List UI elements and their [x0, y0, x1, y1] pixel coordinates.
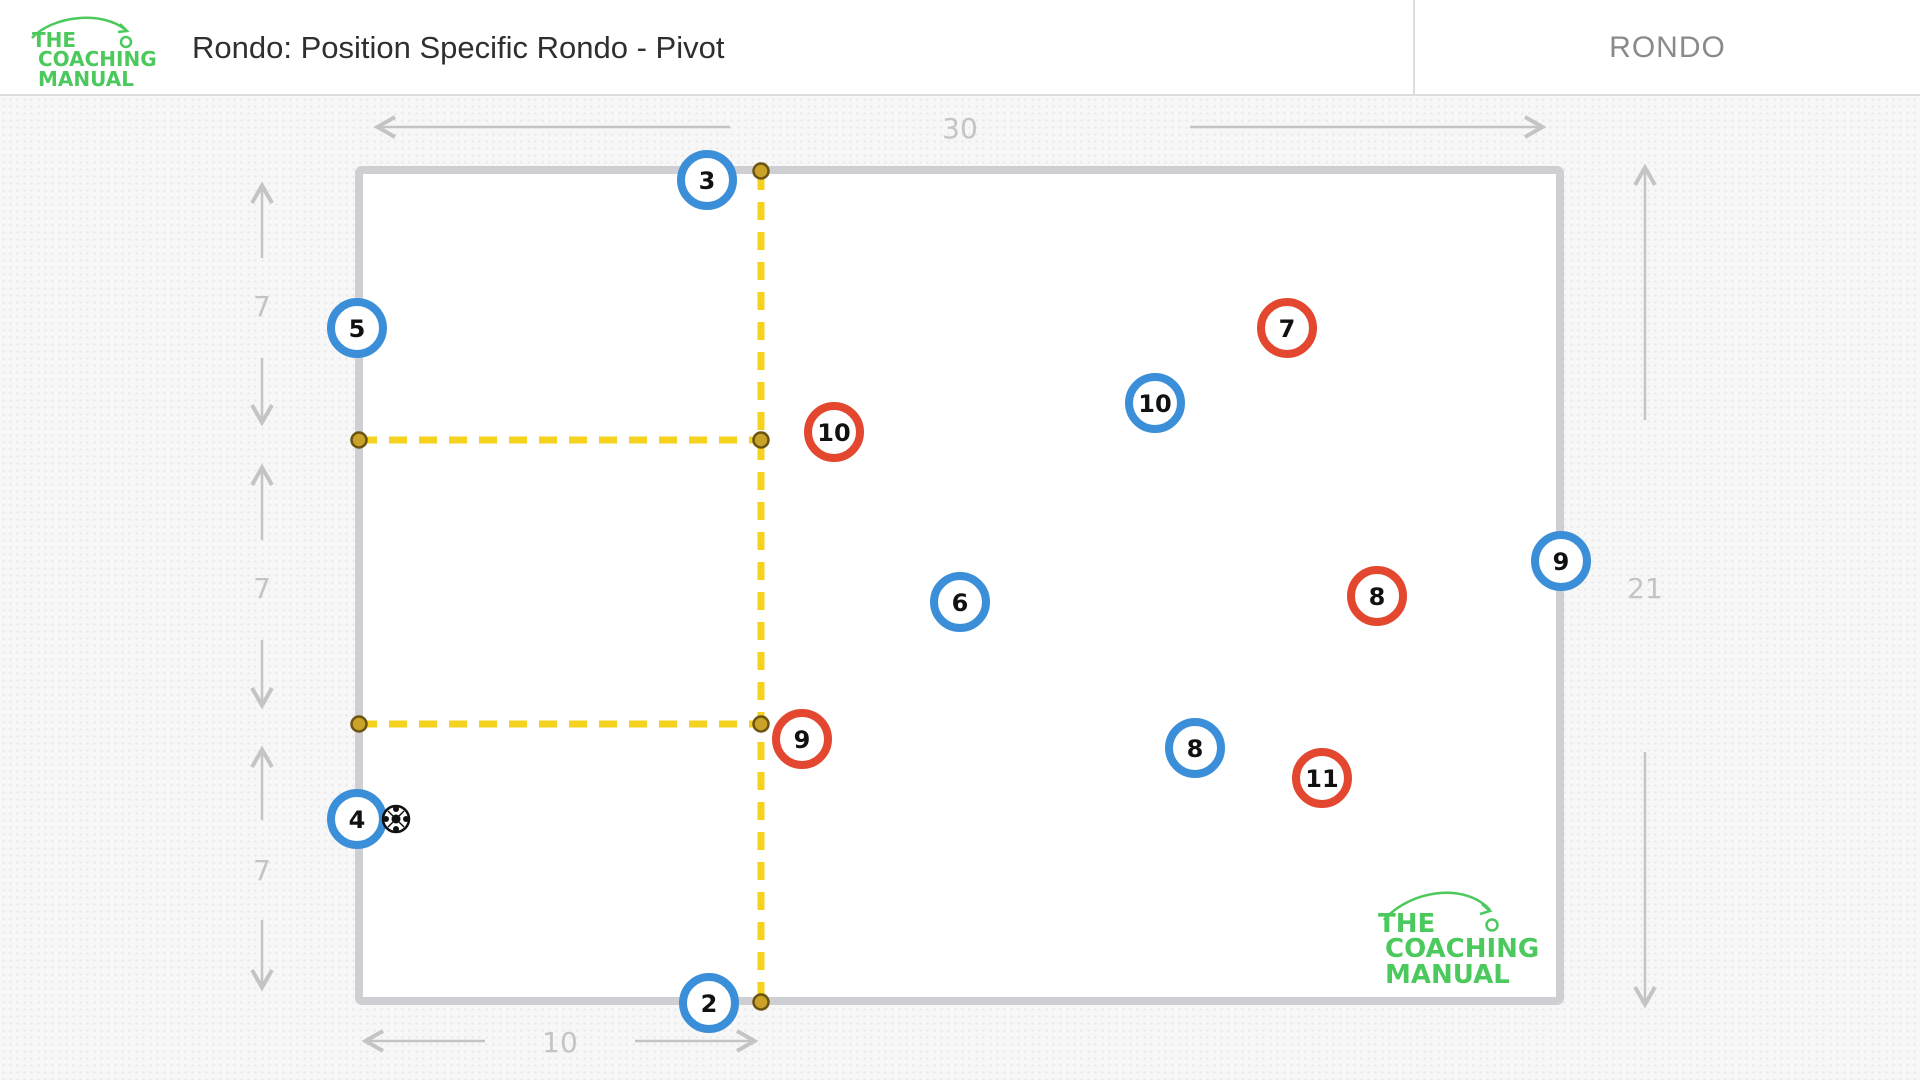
bottom-dimension-label: 10 — [542, 1026, 578, 1059]
player-number: 6 — [952, 589, 969, 617]
player-number: 2 — [701, 990, 718, 1018]
top-dimension-label: 30 — [942, 112, 978, 145]
blue-player-6[interactable]: 6 — [930, 572, 990, 632]
player-number: 7 — [1279, 315, 1296, 343]
player-number: 8 — [1187, 735, 1204, 763]
blue-team: 3 5 4 2 10 6 8 9 — [327, 150, 1591, 1033]
red-player-9[interactable]: 9 — [772, 709, 832, 769]
watermark-line-3: MANUAL — [1385, 960, 1510, 990]
player-number: 9 — [1553, 548, 1570, 576]
left-segment-3-label: 7 — [253, 854, 271, 887]
player-number: 9 — [794, 726, 811, 754]
player-number: 10 — [817, 419, 850, 447]
cone — [752, 162, 770, 180]
red-player-10[interactable]: 10 — [804, 402, 864, 462]
blue-player-4[interactable]: 4 — [327, 789, 387, 849]
player-number: 8 — [1369, 583, 1386, 611]
blue-player-3[interactable]: 3 — [677, 150, 737, 210]
red-player-11[interactable]: 11 — [1292, 748, 1352, 808]
cone — [752, 993, 770, 1011]
blue-player-5[interactable]: 5 — [327, 298, 387, 358]
blue-player-2[interactable]: 2 — [679, 973, 739, 1033]
header-bar: THE COACHING MANUAL Rondo: Position Spec… — [0, 0, 1920, 96]
header-divider — [1413, 0, 1415, 96]
soccer-ball-icon[interactable] — [381, 804, 411, 834]
player-number: 3 — [699, 167, 716, 195]
logo-line-3: MANUAL — [38, 67, 134, 90]
left-segment-1-label: 7 — [253, 290, 271, 323]
player-number: 10 — [1138, 390, 1171, 418]
page-title: Rondo: Position Specific Rondo - Pivot — [192, 30, 725, 65]
red-player-8[interactable]: 8 — [1347, 566, 1407, 626]
player-number: 4 — [349, 806, 366, 834]
watermark-line-1: THE — [1378, 909, 1435, 939]
category-label: RONDO — [1609, 31, 1726, 64]
left-segment-2-label: 7 — [253, 572, 271, 605]
blue-player-8[interactable]: 8 — [1165, 718, 1225, 778]
logo-line-2: COACHING — [38, 47, 157, 71]
cone — [752, 431, 770, 449]
blue-player-9[interactable]: 9 — [1531, 531, 1591, 591]
logo-line-1: THE — [32, 28, 76, 52]
watermark-logo: THE COACHING MANUAL — [1378, 891, 1539, 990]
watermark-line-2: COACHING — [1385, 934, 1539, 964]
red-team: 10 9 7 8 11 — [772, 298, 1407, 808]
diagram-area: 30 21 7 7 7 10 — [0, 96, 1920, 1080]
cone — [350, 431, 368, 449]
rondo-diagram: 30 21 7 7 7 10 — [250, 112, 1663, 1059]
blue-player-10[interactable]: 10 — [1125, 373, 1185, 433]
right-dimension-label: 21 — [1627, 572, 1663, 605]
cone — [350, 715, 368, 733]
red-player-7[interactable]: 7 — [1257, 298, 1317, 358]
cone — [752, 715, 770, 733]
player-number: 11 — [1305, 765, 1338, 793]
coaching-manual-logo: THE COACHING MANUAL — [31, 16, 157, 90]
player-number: 5 — [349, 315, 366, 343]
